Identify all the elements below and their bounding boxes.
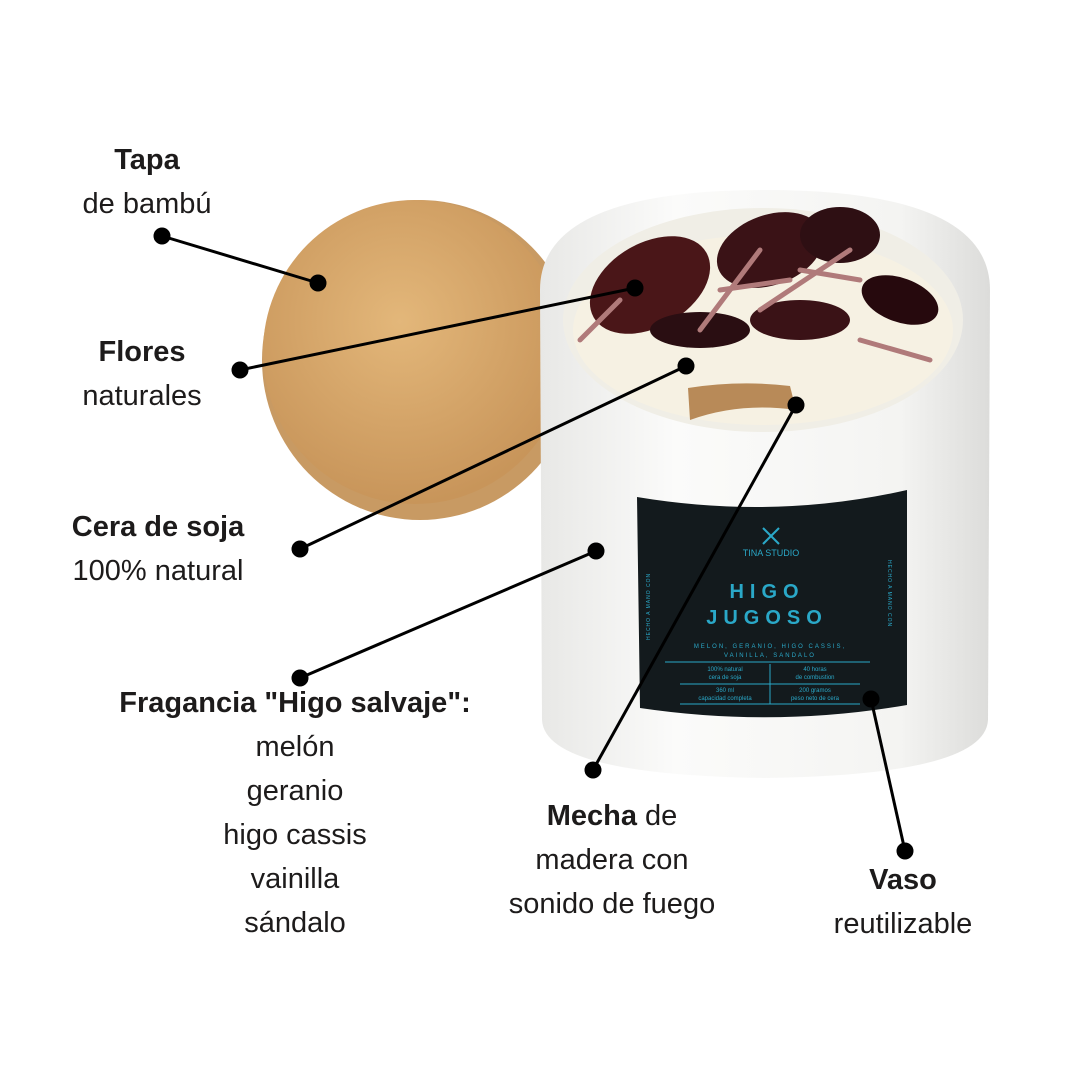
label-side-text: HECHO A MANO CON — [646, 573, 652, 640]
callout-dot — [587, 542, 605, 560]
fragrance-note: higo cassis — [223, 819, 367, 851]
callout-dot — [291, 669, 309, 687]
callout-title: Cera de soja — [71, 511, 245, 543]
callout-dot — [862, 690, 880, 708]
product-label: TINA STUDIO HIGO JUGOSO MELON, GERANIO, … — [637, 490, 907, 718]
callout-fragancia: Fragancia "Higo salvaje": melón geranio … — [119, 681, 470, 945]
fragrance-note: vainilla — [250, 863, 340, 895]
callout-title: Fragancia "Higo salvaje": — [119, 687, 471, 719]
callout-dot — [677, 357, 695, 375]
wooden-wick — [688, 383, 796, 420]
callout-text: de — [636, 800, 678, 832]
callout-title: Tapa — [114, 144, 180, 176]
callout-dot — [291, 540, 309, 558]
label-cell: peso neto de cera — [791, 696, 840, 702]
label-cell: de combustion — [795, 675, 834, 681]
label-cell: cera de soja — [709, 675, 742, 681]
callout-dot — [309, 274, 327, 292]
callout-dot — [584, 761, 602, 779]
callout-line-cera — [299, 364, 687, 551]
callout-line-fragancia — [299, 549, 597, 680]
callout-line-tapa — [161, 234, 319, 285]
label-name-1: HIGO — [729, 581, 804, 603]
callout-text: 100% natural — [72, 555, 244, 587]
label-cell: capacidad completa — [698, 696, 752, 702]
fragrance-note: melón — [255, 731, 335, 763]
label-cell: 200 gramos — [799, 688, 831, 694]
brand-logo-icon — [762, 527, 780, 545]
label-side-text: HECHO A MANO CON — [886, 560, 892, 627]
callout-tapa: Tapa de bambú — [83, 138, 212, 226]
callout-cera: Cera de soja 100% natural — [72, 505, 244, 593]
callout-title: Mecha — [546, 800, 637, 832]
callout-line-vaso — [869, 698, 907, 852]
callout-line-flores — [239, 286, 636, 372]
callout-dot — [787, 396, 805, 414]
label-notes-2: VAINILLA, SANDALO — [724, 653, 816, 659]
callout-flores: Flores naturales — [82, 330, 201, 418]
callout-text: naturales — [82, 380, 202, 412]
label-cell: 40 horas — [803, 667, 826, 673]
callout-text: sonido de fuego — [508, 888, 716, 920]
callout-dot — [626, 279, 644, 297]
label-brand: TINA STUDIO — [743, 548, 800, 558]
callout-text: de bambú — [82, 188, 212, 220]
callout-lines — [153, 227, 914, 860]
label-cell: 100% natural — [707, 667, 742, 673]
callout-line-mecha — [591, 404, 798, 771]
callout-dot — [896, 842, 914, 860]
callout-title: Flores — [98, 336, 186, 368]
label-name-2: JUGOSO — [706, 607, 828, 629]
label-cell: 360 ml — [716, 688, 734, 694]
fragrance-note: geranio — [246, 775, 344, 807]
callout-dot — [153, 227, 171, 245]
callout-title: Vaso — [869, 864, 937, 896]
label-notes-1: MELON, GERANIO, HIGO CASSIS, — [694, 644, 846, 650]
fragrance-note: sándalo — [244, 907, 346, 939]
callout-text: madera con — [535, 844, 689, 876]
callout-text: reutilizable — [833, 908, 973, 940]
bamboo-lid — [262, 200, 578, 520]
callout-vaso: Vaso reutilizable — [834, 858, 973, 946]
callout-dot — [231, 361, 249, 379]
dried-flowers — [577, 207, 939, 363]
callout-mecha: Mecha de madera con sonido de fuego — [509, 794, 715, 926]
